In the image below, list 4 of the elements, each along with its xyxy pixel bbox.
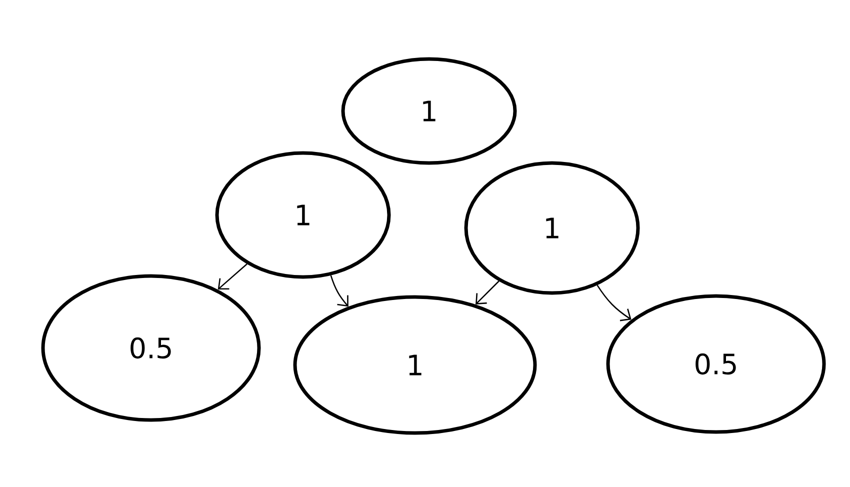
arrow: [596, 284, 632, 322]
arrow: [218, 264, 248, 290]
arrow: [476, 280, 500, 304]
arrow: [330, 275, 348, 307]
